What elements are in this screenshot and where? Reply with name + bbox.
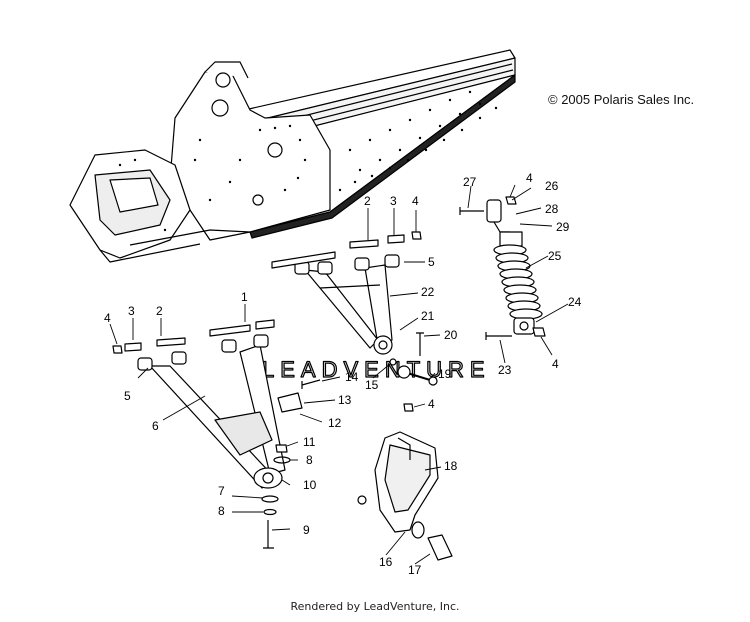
callout-5: 5	[428, 255, 435, 269]
callout-19: 19	[438, 367, 452, 381]
copyright-notice: © 2005 Polaris Sales Inc.	[548, 92, 695, 107]
callout-29: 29	[556, 220, 570, 234]
callout-15: 15	[365, 378, 379, 392]
callout-1: 1	[241, 290, 248, 304]
callout-27: 27	[463, 175, 477, 189]
callout-21: 21	[421, 309, 435, 323]
shock-spring	[493, 244, 543, 320]
callout-23: 23	[498, 363, 512, 377]
callout-10: 10	[303, 478, 317, 492]
shock-absorber	[459, 196, 546, 340]
callout-4: 4	[552, 357, 559, 371]
callout-13: 13	[338, 393, 352, 407]
callout-24: 24	[568, 295, 582, 309]
callout-3: 3	[390, 194, 397, 208]
leader-lines	[109, 184, 569, 565]
watermark-text: LEADVENTURE	[262, 357, 491, 382]
lower-a-arm	[112, 319, 321, 549]
callout-labels: 1 2 2 3 3 4 4 4 4 4 5 5 6 7 8 8 9 10 11 …	[104, 171, 582, 577]
callout-8: 8	[218, 504, 225, 518]
callout-3: 3	[128, 304, 135, 318]
callout-14: 14	[345, 370, 359, 384]
callout-4: 4	[428, 397, 435, 411]
callout-7: 7	[218, 484, 225, 498]
upper-a-arm	[271, 231, 438, 386]
callout-12: 12	[328, 416, 342, 430]
footer-credit: Rendered by LeadVenture, Inc.	[290, 600, 460, 613]
callout-2: 2	[364, 194, 371, 208]
callout-6: 6	[152, 419, 159, 433]
callout-28: 28	[545, 202, 559, 216]
callout-18: 18	[444, 459, 458, 473]
callout-2: 2	[156, 304, 163, 318]
callout-4: 4	[104, 311, 111, 325]
callout-17: 17	[408, 563, 422, 577]
callout-4: 4	[526, 171, 533, 185]
callout-5: 5	[124, 389, 131, 403]
callout-16: 16	[379, 555, 393, 569]
spindle	[357, 403, 453, 561]
callout-11: 11	[303, 435, 316, 449]
callout-9: 9	[303, 523, 310, 537]
callout-4: 4	[412, 194, 419, 208]
callout-22: 22	[421, 285, 435, 299]
callout-20: 20	[444, 328, 458, 342]
chassis-tunnel	[69, 49, 516, 263]
callout-25: 25	[548, 249, 562, 263]
callout-8: 8	[306, 453, 313, 467]
callout-26: 26	[545, 179, 559, 193]
